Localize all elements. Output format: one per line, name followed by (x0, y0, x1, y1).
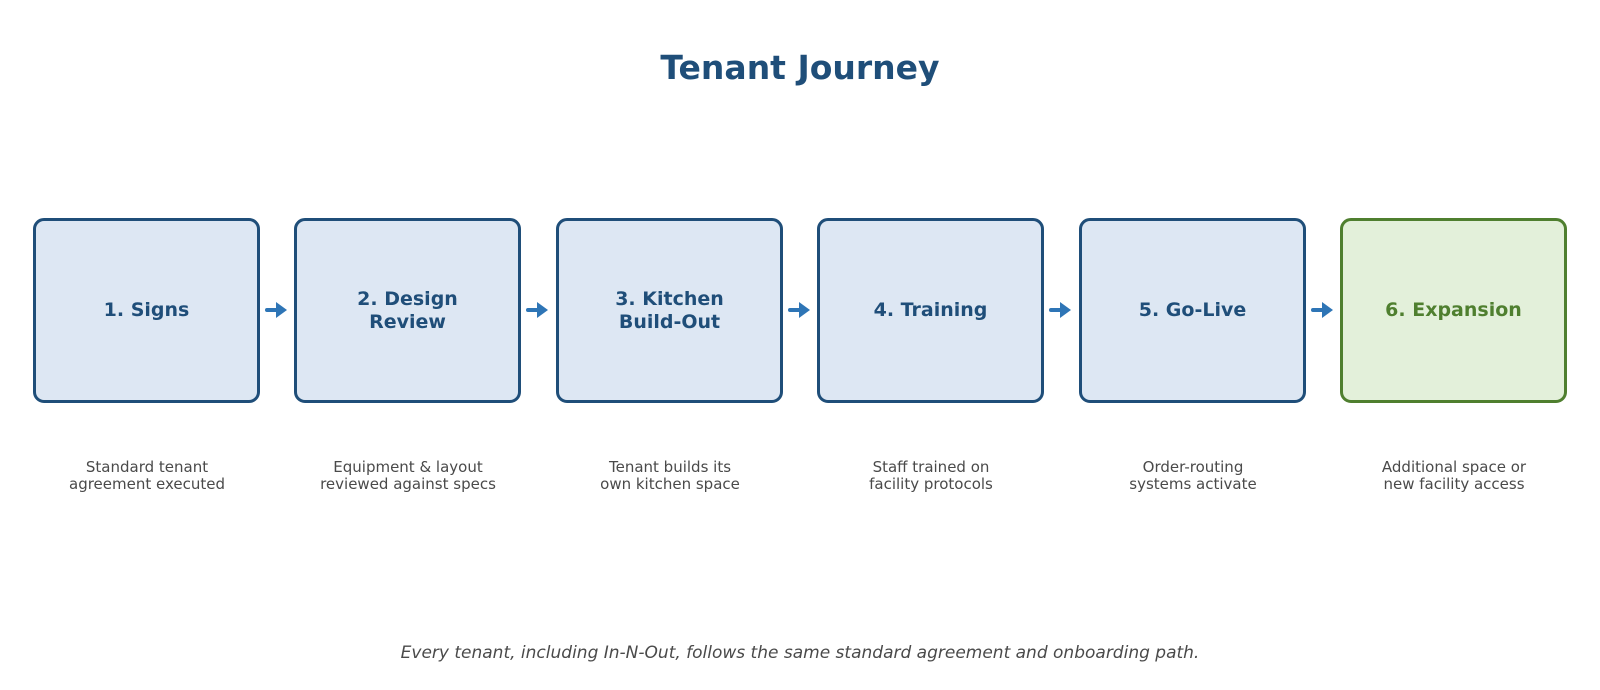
step-box-go-live: 5. Go-Live (1079, 218, 1306, 403)
step-label-signs: 1. Signs (103, 299, 190, 321)
arrow-right-icon (526, 302, 548, 318)
arrow-right-icon (1311, 302, 1333, 318)
arrow-right-icon (1049, 302, 1071, 318)
step-description-training: Staff trained on facility protocols (869, 458, 993, 493)
step-description-kitchen-build-out: Tenant builds its own kitchen space (600, 458, 740, 493)
step-label-expansion: 6. Expansion (1385, 299, 1522, 321)
arrow-right-icon (788, 302, 810, 318)
step-description-design-review: Equipment & layout reviewed against spec… (320, 458, 496, 493)
step-label-kitchen-build-out: 3. Kitchen Build-Out (615, 287, 724, 333)
step-box-training: 4. Training (817, 218, 1044, 403)
step-label-training: 4. Training (873, 299, 988, 321)
step-description-go-live: Order-routing systems activate (1129, 458, 1257, 493)
step-box-kitchen-build-out: 3. Kitchen Build-Out (556, 218, 783, 403)
footer-note: Every tenant, including In-N-Out, follow… (400, 643, 1200, 663)
step-label-design-review: 2. Design Review (357, 287, 458, 333)
step-label-go-live: 5. Go-Live (1138, 299, 1247, 321)
step-description-signs: Standard tenant agreement executed (69, 458, 225, 493)
step-box-expansion: 6. Expansion (1340, 218, 1567, 403)
step-box-design-review: 2. Design Review (294, 218, 521, 403)
step-box-signs: 1. Signs (33, 218, 260, 403)
arrow-right-icon (265, 302, 287, 318)
step-description-expansion: Additional space or new facility access (1381, 458, 1527, 493)
diagram-title: Tenant Journey (660, 48, 940, 87)
